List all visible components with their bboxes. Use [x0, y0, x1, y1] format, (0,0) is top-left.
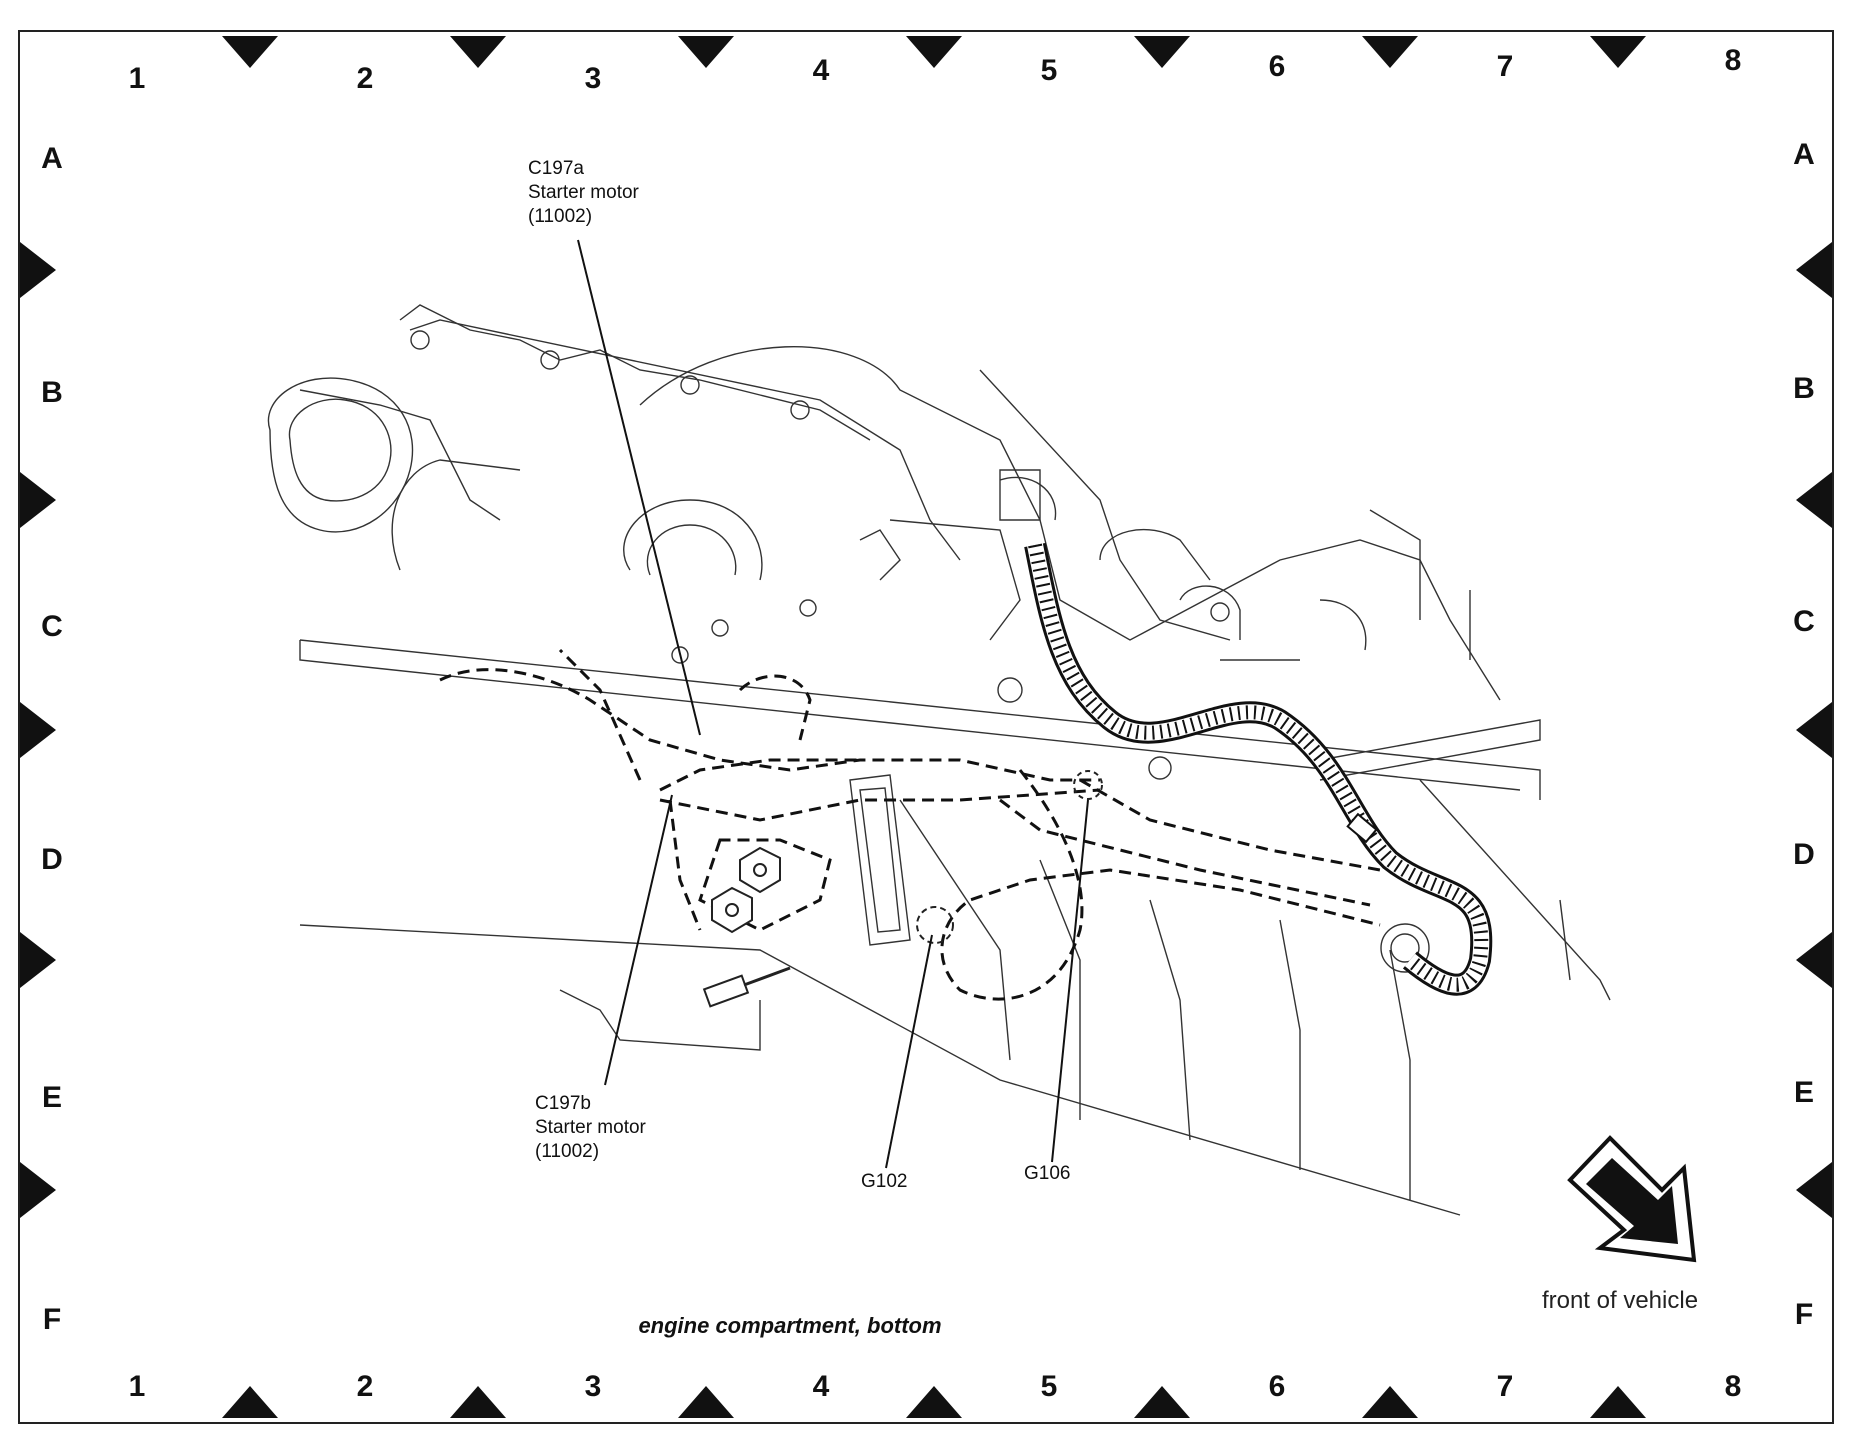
- row-label-right-C: C: [1793, 605, 1815, 638]
- col-label-top-8: 8: [1724, 44, 1742, 77]
- row-label-right-D: D: [1793, 838, 1815, 871]
- col-label-bottom-5: 5: [1040, 1370, 1058, 1403]
- diagram-caption: engine compartment, bottom: [638, 1313, 942, 1338]
- col-label-bottom-1: 1: [128, 1370, 146, 1403]
- row-label-left-C: C: [41, 610, 63, 643]
- row-label-left-A: A: [41, 142, 63, 175]
- col-label-bottom-2: 2: [356, 1370, 374, 1403]
- callout-g106: G106: [1024, 1162, 1070, 1186]
- callout-c197a-id: C197a: [528, 158, 584, 179]
- callout-c197a-name: Starter motor: [528, 182, 639, 203]
- leader-lines: [577, 239, 1089, 1169]
- callout-g102: G102: [861, 1170, 907, 1194]
- row-label-right-B: B: [1793, 372, 1815, 405]
- front-of-vehicle-label: front of vehicle: [1541, 1287, 1699, 1314]
- col-label-bottom-8: 8: [1724, 1370, 1742, 1403]
- row-label-right-A: A: [1793, 138, 1815, 171]
- callout-c197a: C197a Starter motor (11002): [528, 157, 639, 229]
- col-label-top-1: 1: [128, 62, 146, 95]
- engine-block-outline: [267, 304, 1611, 1216]
- callout-c197b-name: Starter motor: [535, 1117, 646, 1138]
- col-label-bottom-7: 7: [1496, 1370, 1514, 1403]
- vent-hose: [1024, 542, 1493, 996]
- col-label-bottom-6: 6: [1268, 1370, 1286, 1403]
- row-label-right-E: E: [1793, 1076, 1814, 1109]
- row-label-left-F: F: [42, 1303, 62, 1336]
- col-label-bottom-4: 4: [812, 1370, 830, 1403]
- callout-g106-id: G106: [1024, 1163, 1071, 1184]
- col-label-top-5: 5: [1040, 54, 1058, 87]
- callout-c197b-id: C197b: [535, 1093, 591, 1114]
- grid-markers: [20, 36, 1832, 1418]
- col-label-top-6: 6: [1268, 50, 1286, 83]
- row-label-right-F: F: [1794, 1298, 1814, 1331]
- col-label-top-2: 2: [356, 62, 374, 95]
- front-arrow-icon: [1567, 1135, 1697, 1263]
- mounting-nuts: [702, 770, 1103, 1008]
- diagram-frame: [18, 30, 1834, 1424]
- row-label-left-D: D: [41, 843, 63, 876]
- col-label-top-7: 7: [1496, 50, 1514, 83]
- callout-c197b: C197b Starter motor (11002): [535, 1092, 646, 1164]
- col-label-top-3: 3: [584, 62, 602, 95]
- wiring-harness: [439, 648, 1381, 1001]
- col-label-top-4: 4: [812, 54, 830, 87]
- row-label-left-E: E: [41, 1081, 62, 1114]
- callout-c197a-part: (11002): [528, 206, 593, 227]
- col-label-bottom-3: 3: [584, 1370, 602, 1403]
- callout-g102-id: G102: [861, 1171, 908, 1192]
- callout-c197b-part: (11002): [535, 1141, 600, 1162]
- row-label-left-B: B: [41, 376, 63, 409]
